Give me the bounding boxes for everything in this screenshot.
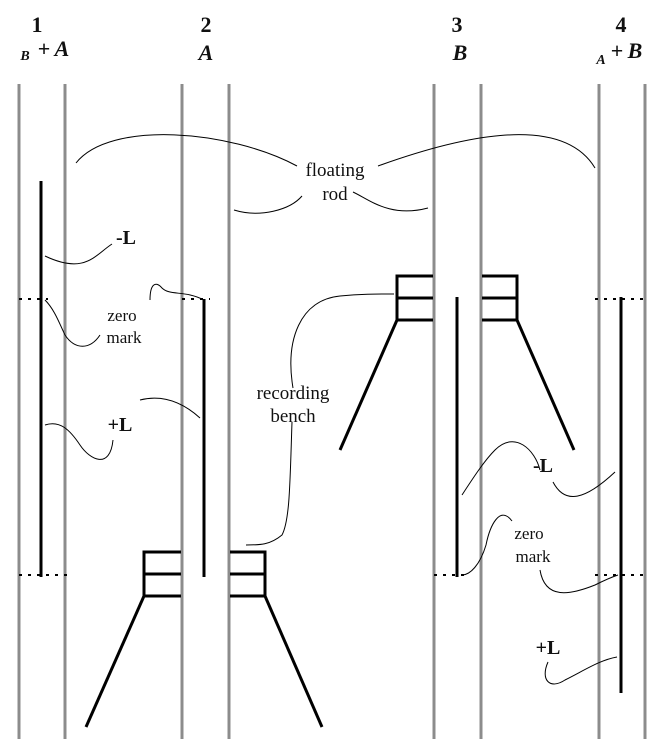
leader-zero-mark-2 [149,283,205,301]
bench-leg-right [263,595,324,728]
leader-floating-rod-2 [233,195,303,214]
bench-leg-left [84,595,146,728]
minus-l-label-1: -L [116,227,136,249]
leader-minus-l-4b [552,471,616,497]
column-header-3: 3 B [452,12,468,65]
floating-rod-label-line2: rod [322,184,348,205]
column-number-1: 1 [32,12,43,37]
bench-leg-left [338,319,399,451]
column-main-1: A [53,36,70,61]
leader-floating-rod-3 [352,191,429,212]
leader-plus-l-2 [139,397,201,419]
rails [17,84,647,739]
column-sub-4: A [595,53,605,68]
zero-mark-label-1-line1: zero [107,306,136,325]
plus-l-label-4: +L [536,637,561,659]
labels: floating rod recording bench -L zero mar… [107,160,561,659]
leader-minus-l-4 [461,441,541,496]
column-main-2: A [197,40,214,65]
column-header-2: 2 A [197,12,214,65]
column-header-4: 4 A + B [595,12,642,68]
column-plus-1: + [38,36,51,61]
leader-plus-l-4 [544,656,618,685]
recording-bench-label-line1: recording [257,383,330,404]
leader-floating-rod-1 [75,134,298,167]
plus-l-label-1: +L [108,414,133,436]
bench-leg-right [515,319,576,451]
column-number-3: 3 [452,12,463,37]
column-main-4: B [627,38,643,63]
zero-mark-label-4-line2: mark [516,547,551,566]
leader-recording-bench-2 [245,421,293,546]
leader-recording-bench-1 [290,293,395,389]
leader-minus-l-1 [44,243,113,265]
recording-bench-upper [338,274,576,451]
leader-zero-mark-4b [539,569,619,594]
leader-zero-mark-1 [44,299,101,347]
floating-rod-label-line1: floating [305,160,365,181]
leader-floating-rod-4 [377,134,596,169]
recording-bench-label-line2: bench [270,406,316,427]
leader-plus-l-1 [44,423,114,460]
column-number-2: 2 [201,12,212,37]
column-header-1: 1 B + A [19,12,69,64]
column-number-4: 4 [616,12,627,37]
floating-rods [39,181,623,693]
column-main-3: B [452,40,468,65]
column-plus-4: + [611,38,624,63]
zero-mark-label-1-line2: mark [107,328,142,347]
leader-lines [44,134,619,685]
leader-zero-mark-4 [461,514,513,576]
minus-l-label-4: -L [533,455,553,477]
column-sub-1: B [19,49,29,64]
recording-bench-lower [84,550,324,728]
zero-mark-label-4-line1: zero [514,524,543,543]
